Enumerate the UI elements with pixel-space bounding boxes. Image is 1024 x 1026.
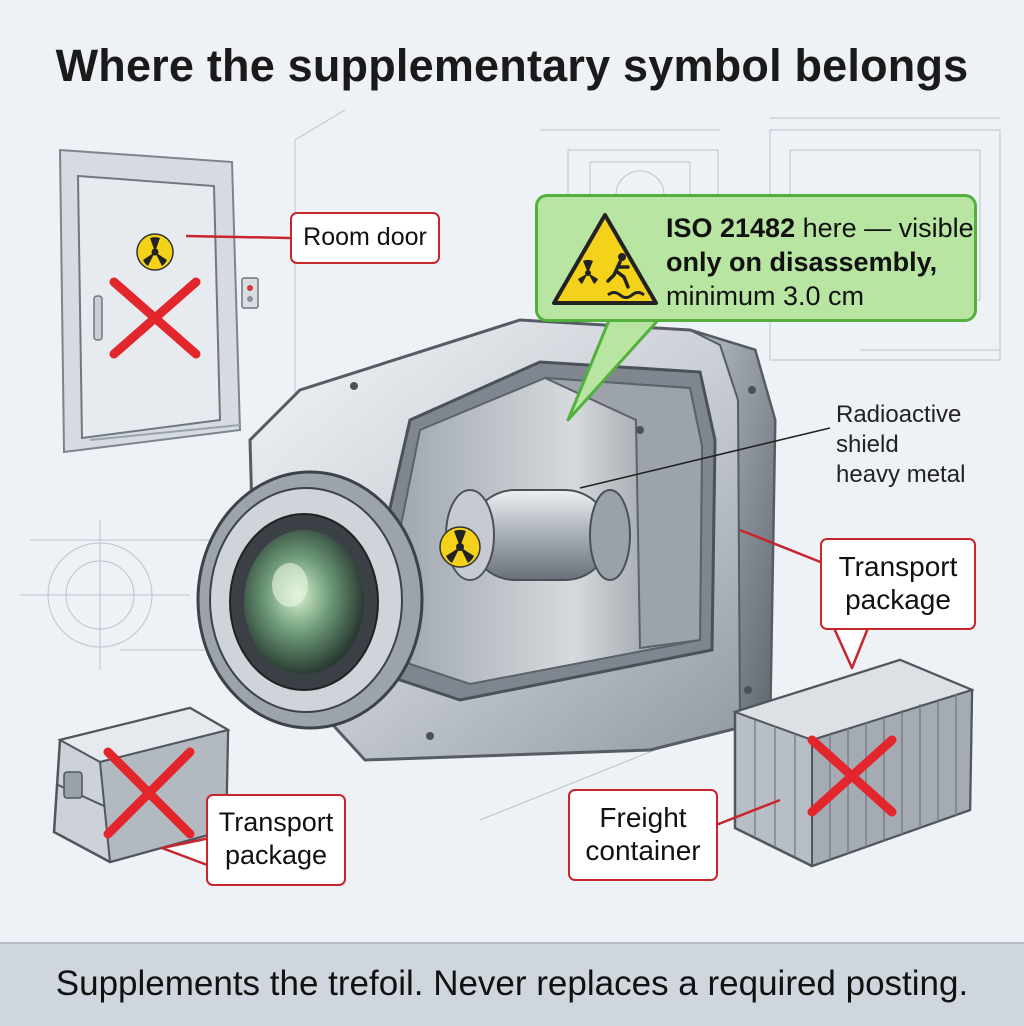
iso-note-line1: ISO 21482 here — visible: [666, 211, 974, 245]
shield-leader: [579, 427, 831, 489]
transport-right-pointer: [832, 626, 870, 670]
callout-freight-line1: Freight: [599, 802, 687, 833]
callout-transport-left-line1: Transport: [218, 807, 334, 837]
callout-freight-line2: container: [585, 835, 701, 866]
callout-transport-right-line2: package: [845, 584, 951, 615]
callout-freight-container: Freight container: [568, 789, 718, 881]
shield-label-line3: heavy metal: [836, 461, 966, 488]
callout-transport-package-left: Transport package: [206, 794, 346, 886]
transport-right-leader: [739, 528, 829, 567]
shield-label-line2: shield: [836, 431, 899, 458]
shield-label: Radioactive shield heavy metal: [836, 400, 965, 490]
iso-note-text: ISO 21482 here — visible only on disasse…: [666, 211, 974, 313]
prohibited-x-case: [103, 747, 195, 839]
iso-note-line1-rest: here — visible: [795, 213, 974, 243]
iso-note-emphasis: only on disassembly,: [666, 247, 938, 277]
iso-21482-callout: ISO 21482 here — visible only on disasse…: [535, 194, 977, 322]
page-title: Where the supplementary symbol belongs: [55, 40, 969, 91]
ionizing-radiation-warning-icon: [552, 213, 658, 305]
footer-bar: Supplements the trefoil. Never replaces …: [0, 942, 1024, 1026]
room-door: [58, 148, 259, 454]
shield-label-line1: Radioactive: [836, 401, 962, 428]
lens-assembly: [196, 470, 424, 730]
freight-container-illustration: [731, 658, 975, 868]
callout-room-door-label: Room door: [303, 223, 427, 251]
callout-transport-package-right: Transport package: [820, 538, 976, 630]
iso-standard: ISO 21482: [666, 213, 796, 243]
prohibited-x-door: [109, 277, 201, 359]
callout-room-door: Room door: [290, 212, 440, 264]
prohibited-x-container: [807, 735, 897, 817]
footer-text: Supplements the trefoil. Never replaces …: [55, 964, 969, 1003]
callout-transport-right-line1: Transport: [838, 551, 958, 582]
callout-transport-left-line2: package: [224, 840, 328, 870]
trefoil-door-icon: [136, 233, 174, 271]
iso-pointer: [566, 316, 662, 422]
room-door-leader: [185, 234, 291, 240]
trefoil-source-icon: [439, 526, 481, 568]
freight-leader: [715, 798, 781, 827]
iso-note-line3: minimum 3.0 cm: [666, 281, 865, 311]
iso-note-line2: only on disassembly,: [666, 245, 974, 279]
